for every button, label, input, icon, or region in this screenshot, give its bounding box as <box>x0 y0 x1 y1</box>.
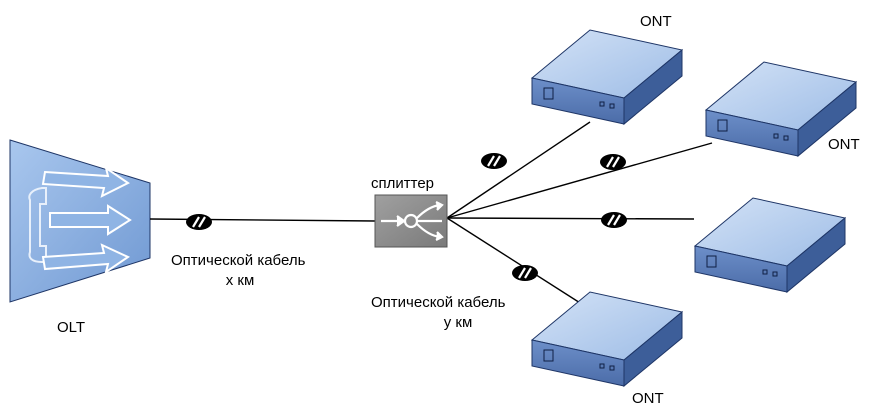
drop-break-marker-4 <box>510 263 540 283</box>
feeder-cable-label-line1: Оптической кабель <box>171 252 306 269</box>
feeder-cable <box>149 218 376 222</box>
splitter-label: сплиттер <box>371 175 434 192</box>
olt-label: OLT <box>57 319 85 336</box>
drop-cable-4 <box>446 217 589 309</box>
olt-arrows-icon <box>41 165 132 275</box>
splitter-arrows-icon <box>381 201 444 241</box>
ont-device-4 <box>531 291 683 387</box>
drop-cable-label-line2: y км <box>444 314 473 331</box>
feeder-cable-label-line2: x км <box>226 272 255 289</box>
olt-device <box>9 139 151 303</box>
drop-cable-3 <box>446 217 695 220</box>
drop-break-marker-3 <box>599 210 629 230</box>
feeder-break-marker <box>184 212 214 232</box>
ont-device-3 <box>694 197 846 293</box>
ont-label-2: ONT <box>828 136 860 153</box>
drop-cable-2 <box>446 142 713 219</box>
drop-break-marker-1 <box>479 151 509 171</box>
drop-cable-label-line1: Оптической кабель <box>371 294 506 311</box>
splitter-device <box>374 194 448 248</box>
ont-device-1 <box>531 29 683 125</box>
ont-label-1: ONT <box>640 13 672 30</box>
drop-cable-1 <box>446 121 591 219</box>
drop-break-marker-2 <box>598 152 628 172</box>
ont-label-3: ONT <box>632 390 664 405</box>
phone-handset-icon <box>28 187 47 263</box>
